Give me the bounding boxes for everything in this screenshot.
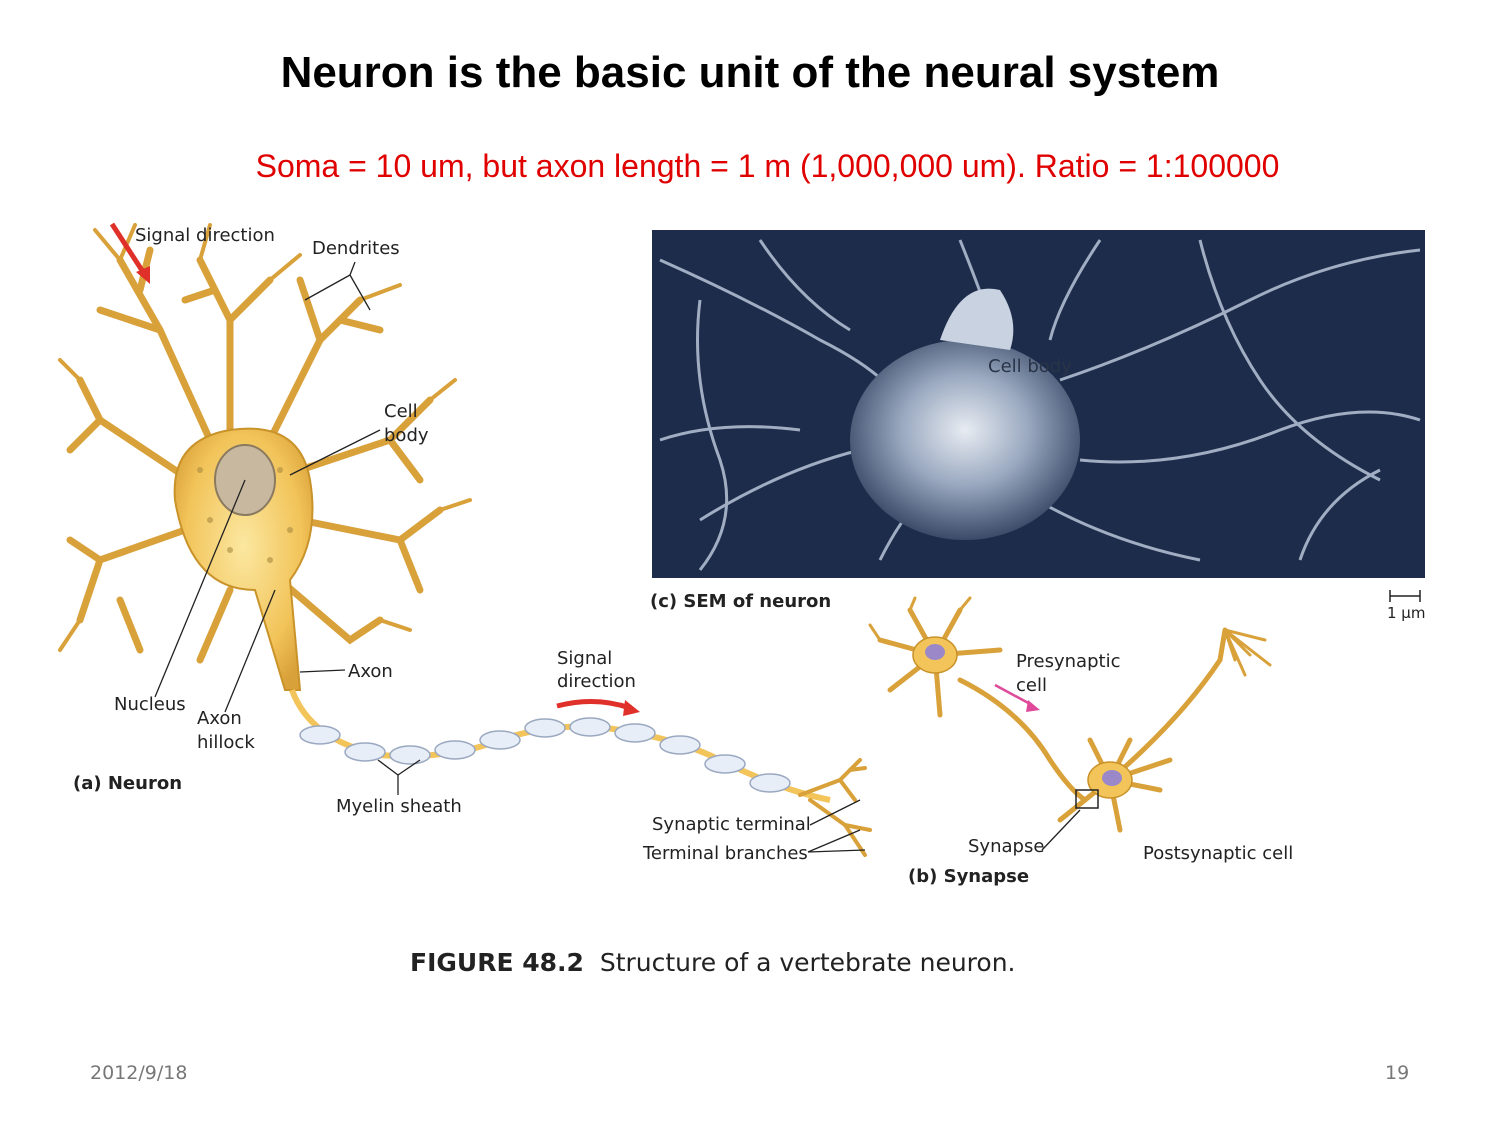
label-body: body (384, 425, 429, 446)
footer-date: 2012/9/18 (90, 1062, 188, 1084)
footer-page-number: 19 (1385, 1062, 1410, 1084)
axon-signal-arrow (556, 698, 631, 711)
label-postsynaptic-cell: Postsynaptic cell (1143, 843, 1294, 864)
sem-cell-body (850, 340, 1080, 540)
scale-bar (1389, 590, 1421, 602)
cell-body-shape (173, 427, 314, 691)
label-synaptic-terminal: Synaptic terminal (652, 814, 811, 835)
panel-a-neuron-drawing (58, 223, 472, 664)
panel-c-title: (c) SEM of neuron (650, 591, 832, 612)
label-terminal-branches: Terminal branches (643, 843, 808, 864)
panel-a-title: (a) Neuron (73, 773, 183, 794)
terminal-branches-shape (798, 758, 872, 857)
label-presynaptic: Presynaptic (1016, 651, 1121, 672)
label-axon-hillock-line2: hillock (197, 732, 255, 753)
figure-number: FIGURE 48.2 (410, 948, 584, 977)
label-synapse: Synapse (968, 836, 1045, 857)
slide-subtitle: Soma = 10 um, but axon length = 1 m (1,0… (255, 148, 1280, 184)
label-sem-cell-body: Cell body (988, 356, 1072, 377)
panel-b-title: (b) Synapse (908, 866, 1030, 887)
label-myelin-sheath: Myelin sheath (336, 796, 462, 817)
figure-caption: FIGURE 48.2 Structure of a vertebrate ne… (410, 948, 1016, 977)
figure-caption-text: Structure of a vertebrate neuron. (599, 948, 1016, 977)
label-direction: direction (557, 671, 636, 692)
label-signal: Signal (557, 648, 613, 669)
label-dendrites: Dendrites (312, 238, 400, 259)
label-scale: 1 µm (1387, 604, 1426, 622)
label-presynaptic-cell: cell (1016, 675, 1047, 696)
synapse-box (1075, 789, 1099, 809)
label-signal-direction: Signal direction (135, 225, 275, 246)
label-axon: Axon (348, 661, 393, 682)
panel-b-synapse-drawing (868, 596, 1272, 833)
label-nucleus: Nucleus (114, 694, 186, 715)
label-axon-hillock-line1: Axon (197, 708, 242, 729)
slide-title: Neuron is the basic unit of the neural s… (280, 48, 1220, 97)
label-cell: Cell (384, 401, 418, 422)
presynaptic-arrow (994, 683, 1033, 707)
myelin-segments (299, 717, 791, 793)
